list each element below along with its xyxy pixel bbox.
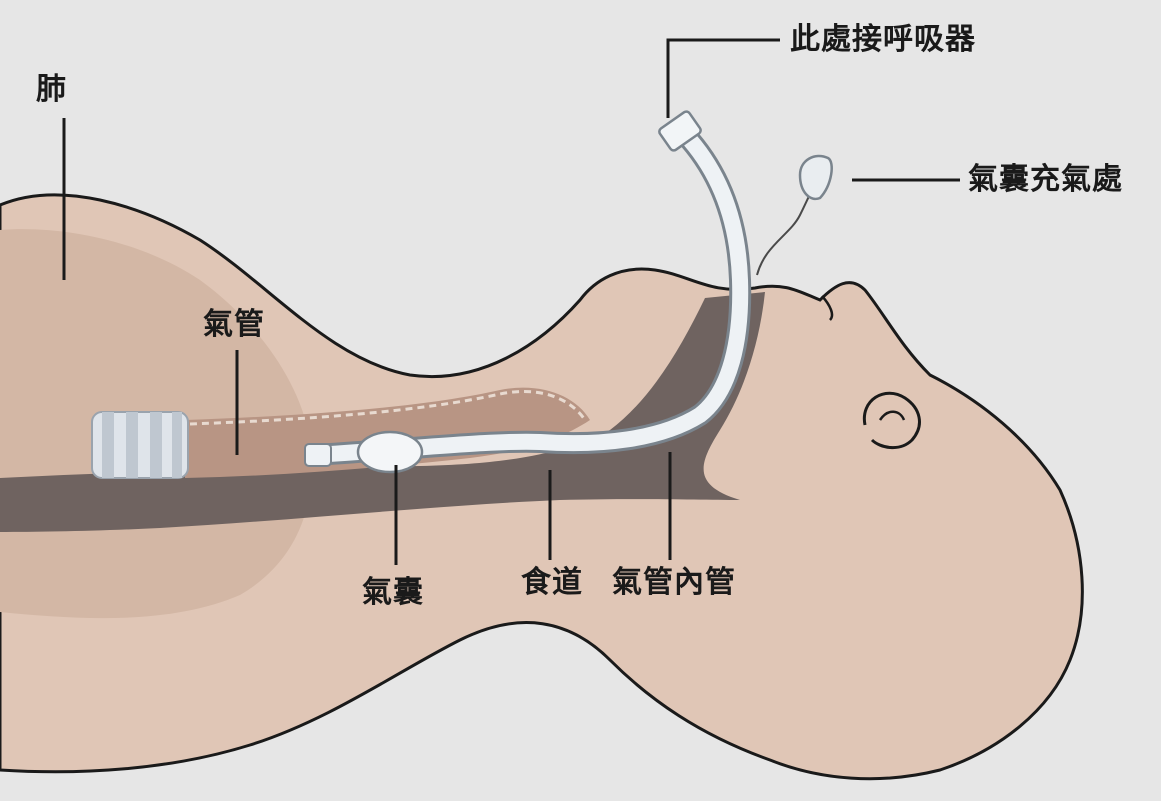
label-lung: 肺 — [36, 75, 67, 105]
label-esophagus: 食道 — [521, 568, 583, 598]
pilot-balloon — [800, 156, 832, 199]
pilot-line — [757, 190, 812, 275]
tube-tip — [305, 444, 331, 466]
label-cuff: 氣囊 — [362, 578, 424, 608]
leader-ventilator — [668, 40, 780, 118]
label-trachea: 氣管 — [203, 310, 265, 340]
label-endotracheal-tube: 氣管內管 — [612, 568, 736, 598]
cuff-balloon — [358, 432, 422, 472]
bronchus-rings — [92, 412, 188, 478]
label-cuff-inflation-port: 氣囊充氣處 — [968, 165, 1123, 195]
label-ventilator-connection: 此處接呼吸器 — [790, 25, 976, 55]
